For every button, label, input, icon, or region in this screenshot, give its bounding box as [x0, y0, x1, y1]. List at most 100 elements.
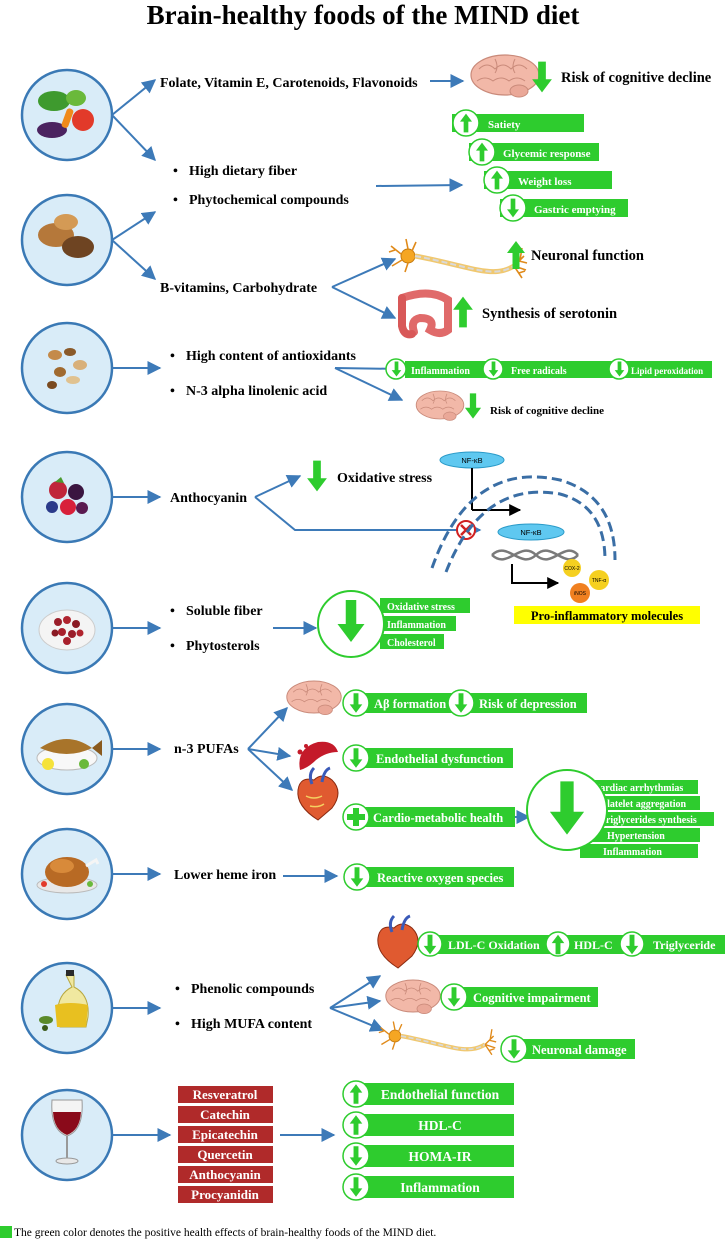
compound-box	[178, 1166, 273, 1183]
bullet-dot: •	[175, 1017, 180, 1032]
nfkb-label: NF-κB	[461, 456, 482, 465]
vegetables-nutrients-label: Folate, Vitamin E, Carotenoids, Flavonoi…	[160, 76, 418, 91]
compound-box	[178, 1086, 273, 1103]
olive-mufa-label: High MUFA content	[191, 1017, 312, 1032]
effect-box	[430, 935, 725, 954]
grains-connectors	[111, 211, 397, 319]
bullet-dot: •	[170, 639, 175, 654]
pro-inflammatory-label: Pro-inflammatory molecules	[531, 609, 683, 623]
food-circle-beans	[20, 581, 114, 675]
bullet-dot: •	[173, 193, 178, 208]
bread-icon	[38, 214, 94, 258]
wine-compound-3: Quercetin	[197, 1147, 253, 1162]
wine-glass-icon	[51, 1099, 83, 1165]
effect-box	[580, 812, 714, 826]
olive-oil-connectors	[112, 975, 385, 1032]
nuts-icon	[47, 348, 87, 389]
olive-phenolic-label: Phenolic compounds	[191, 982, 315, 997]
fiber-effect-1: Glycemic response	[503, 148, 591, 160]
wine-compound-1: Catechin	[200, 1107, 251, 1122]
up-arrow-icon	[453, 296, 473, 328]
cardio-effect-3: Hypertension	[607, 831, 665, 842]
fish-connectors	[112, 706, 294, 791]
brain-icon	[385, 979, 441, 1015]
cox2-molecule	[563, 559, 581, 577]
wine-compound-0: Resveratrol	[193, 1087, 258, 1102]
berries-oxidative-effect: Oxidative stress	[337, 471, 433, 486]
nuts-effect-0: Inflammation	[411, 366, 470, 377]
intestine-icon	[398, 289, 452, 339]
effect-box	[500, 199, 628, 217]
olive-cognitive-effect: Cognitive impairment	[473, 991, 592, 1005]
olive-neuronal-effect: Neuronal damage	[532, 1043, 627, 1057]
effect-box	[356, 807, 515, 827]
nuts-effect-2: Lipid peroxidation	[631, 366, 703, 376]
bullet-dot: •	[173, 164, 178, 179]
fish-label: n-3 PUFAs	[174, 742, 239, 757]
beans-phyto-label: Phytosterols	[186, 639, 260, 654]
bullet-dot: •	[170, 604, 175, 619]
nuts-effects-bar: Inflammation Free radicals Lipid peroxid…	[385, 358, 712, 380]
compound-box	[178, 1126, 273, 1143]
wine-effect-3: Inflammation	[400, 1180, 480, 1195]
nucleus-membrane	[430, 475, 617, 569]
wine-effects: Endothelial function HDL-C HOMA-IR Infla…	[342, 1080, 514, 1201]
plus-icon	[347, 808, 365, 826]
beans-icon	[38, 609, 96, 651]
heart-icon	[377, 914, 419, 969]
olive-tg-effect: Triglyceride	[653, 938, 716, 952]
bullet-dot: •	[170, 349, 175, 364]
vegetables-icon	[37, 90, 94, 138]
berries-icon	[46, 477, 88, 515]
fiber-effects-ladder: Satiety Glycemic response Weight loss Ga…	[452, 109, 628, 222]
blood-vessel-icon	[297, 741, 338, 770]
effect-box	[580, 796, 700, 810]
beans-effect-1: Inflammation	[387, 620, 446, 631]
food-circle-grains	[20, 193, 114, 287]
nfkb-pathway: NF-κB NF-κB COX-2 TNF-α iNOS Pro-inflamm…	[430, 451, 700, 624]
grains-neuronal-effect: Neuronal function	[531, 248, 644, 264]
effect-box	[356, 1114, 514, 1136]
effect-box	[356, 748, 513, 768]
compound-box	[178, 1146, 273, 1163]
neuron-icon	[379, 1022, 496, 1055]
food-circle-olive-oil	[20, 961, 114, 1055]
effect-box	[506, 1039, 635, 1059]
olive-hdl-effect: HDL-C	[574, 938, 613, 952]
nuts-n3-label: N-3 alpha linolenic acid	[186, 384, 327, 399]
heart-icon	[297, 766, 339, 821]
down-arrow-icon	[307, 460, 327, 492]
effect-box	[356, 1145, 514, 1167]
compound-box	[178, 1186, 273, 1203]
pro-inflammatory-box	[514, 606, 700, 624]
effect-box	[469, 143, 599, 161]
effect-box	[580, 844, 698, 858]
fish-cardio-effect: Cardio-metabolic health	[373, 811, 503, 825]
legend-swatch	[0, 1226, 12, 1238]
effect-box	[380, 634, 444, 649]
roast-chicken-icon	[36, 857, 100, 894]
fish-endothelial-effect: Endothelial dysfunction	[376, 752, 504, 766]
effect-box	[356, 1176, 514, 1198]
olive-ldl-effect: LDL-C Oxidation	[448, 938, 540, 952]
brain-icon	[415, 390, 465, 421]
food-circle-poultry	[20, 827, 114, 921]
nuts-cognitive-effect: Risk of cognitive decline	[490, 405, 604, 417]
wine-compound-2: Epicatechin	[192, 1127, 258, 1142]
olive-oil-icon	[39, 970, 89, 1031]
vegetables-phyto-label: Phytochemical compounds	[189, 193, 349, 208]
effect-box	[452, 114, 584, 132]
nfkb-nuclear-capsule	[497, 523, 565, 541]
berries-connectors	[112, 474, 482, 537]
grains-serotonin-effect: Synthesis of serotonin	[482, 306, 617, 322]
nuts-effect-1: Free radicals	[511, 366, 567, 377]
effect-box	[580, 780, 698, 794]
beans-fiber-label: Soluble fiber	[186, 604, 263, 619]
effect-box	[357, 867, 514, 887]
nfkb-nuclear-label: NF-κB	[520, 528, 541, 537]
effect-box	[580, 828, 700, 842]
cardio-effect-2: Triglycerides synthesis	[600, 815, 697, 826]
bullet-dot: •	[170, 384, 175, 399]
fiber-effect-3: Gastric emptying	[534, 204, 616, 216]
